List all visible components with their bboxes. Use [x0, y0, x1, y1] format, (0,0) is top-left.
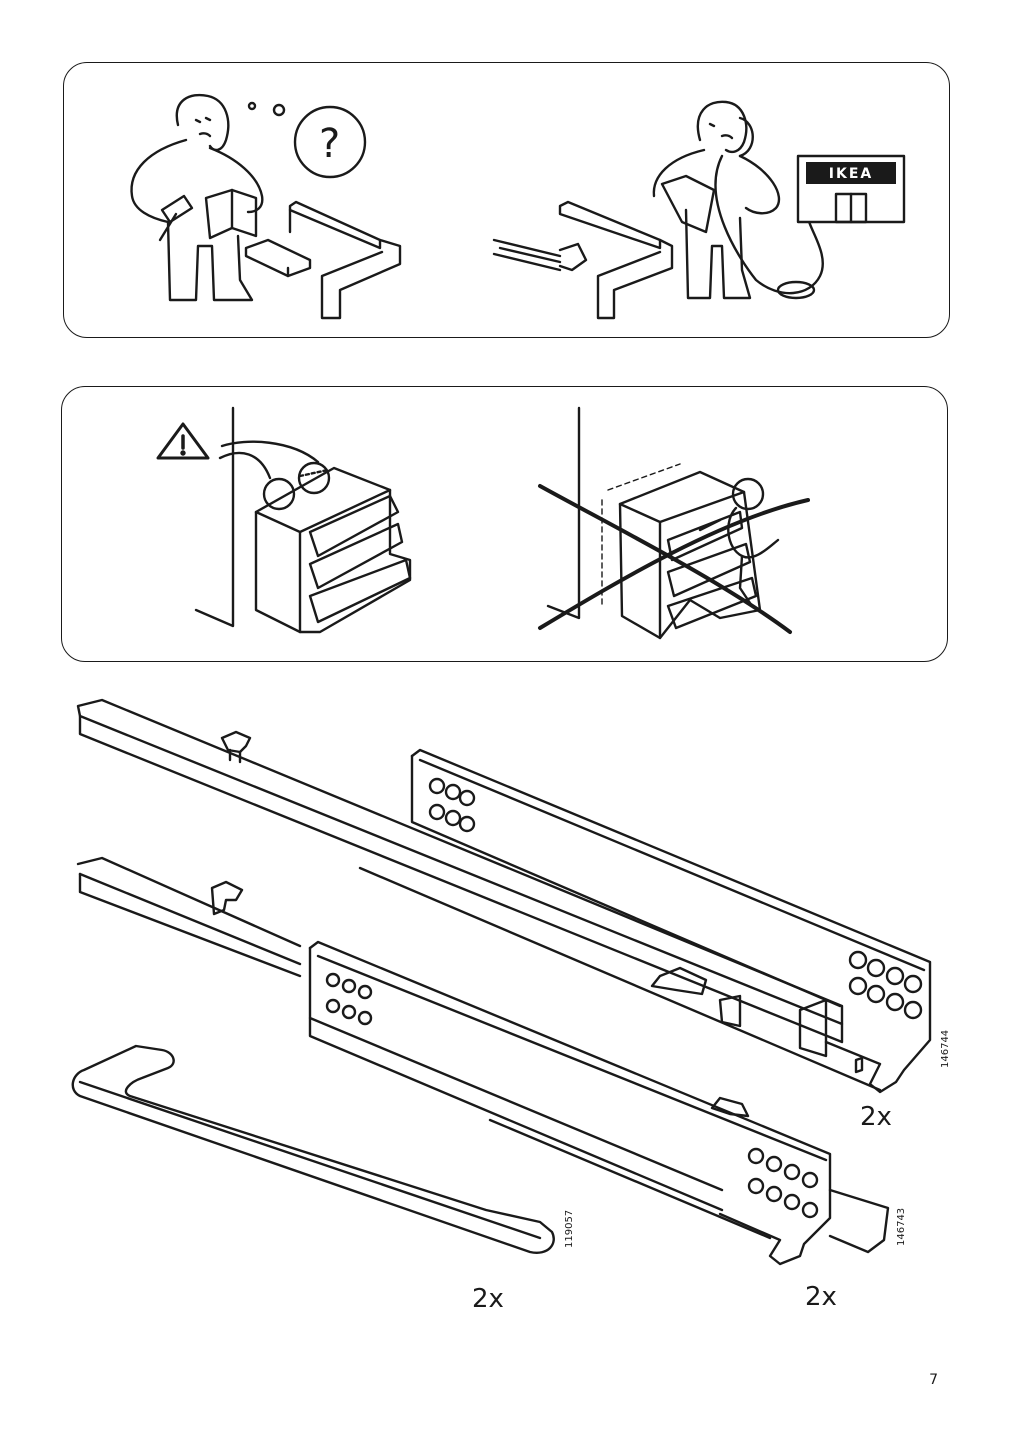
handle-icon	[71, 1044, 555, 1254]
child-climbing-crossed-icon	[538, 406, 810, 640]
wall-anchor-dresser-icon	[194, 406, 412, 634]
ikea-store-icon	[796, 154, 906, 224]
quantity-119057: 2x	[472, 1284, 504, 1314]
question-mark-text: ?	[319, 121, 340, 167]
part-number-146743: 146743	[896, 1207, 907, 1246]
page-number: 7	[929, 1372, 938, 1388]
drawer-runner-icon	[76, 698, 932, 1266]
loose-panels-right	[492, 200, 674, 320]
part-number-119057: 119057	[564, 1209, 575, 1248]
part-number-146744: 146744	[940, 1029, 951, 1068]
quantity-146743: 2x	[805, 1282, 837, 1312]
ikea-sign-text: IKEA	[829, 166, 873, 182]
warning-triangle-icon	[156, 422, 210, 460]
loose-panels-left	[244, 200, 402, 320]
quantity-146744: 2x	[860, 1102, 892, 1132]
confused-person-icon	[130, 93, 367, 302]
phone-person-icon	[652, 100, 824, 300]
